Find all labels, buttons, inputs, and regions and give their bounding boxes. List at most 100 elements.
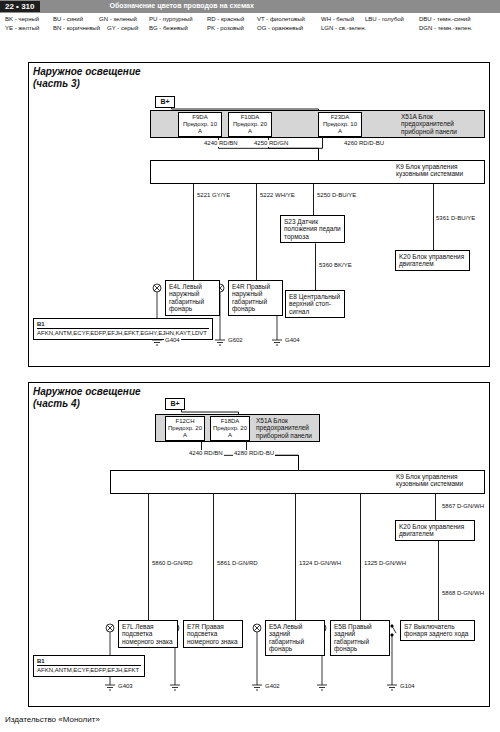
fuse-block: X51A Блок предохранителей приборной пане… <box>150 110 485 138</box>
control-module: K20 Блок управления двигателем <box>395 520 475 541</box>
node-text: B+ <box>158 98 172 106</box>
ground-label: G602 <box>227 337 244 344</box>
lamp-box: E5A Левый задний габаритный фонарь <box>265 620 325 656</box>
color-code: YE - желтый <box>4 25 40 32</box>
node-text: B1 <box>37 658 141 666</box>
wire <box>219 137 319 160</box>
node-text: Обозначение цветов проводов на схемах <box>110 2 254 10</box>
node-text: X51A Блок предохранителей приборной пане… <box>401 113 481 135</box>
page-header: 22 • 310 Обозначение цветов проводов на с… <box>0 0 500 13</box>
wire <box>202 441 299 470</box>
wire-label: 5222 WH/YE <box>259 192 296 199</box>
wire <box>295 494 296 620</box>
switch-box: S7 Выключатель фонаря заднего хода <box>400 620 475 641</box>
power-terminal: B+ <box>155 96 175 108</box>
color-code: DBU - темн.-синий <box>418 16 472 23</box>
node-text: K20 Блок управления двигателем <box>399 253 466 268</box>
node-text: S23 Датчик положения педали тормоза <box>284 218 341 240</box>
wire <box>148 494 149 620</box>
wire <box>313 184 314 215</box>
control-module: K9 Блок управления кузовными системами <box>110 470 485 494</box>
lamp-symbol <box>252 624 262 690</box>
lamp-box: E7L Левая подсветка номерного знака <box>118 620 178 648</box>
node-text: F10DA Предохр. 20 A <box>231 114 269 135</box>
color-code: PU - пурпурный <box>148 16 194 23</box>
color-code: BK - черный <box>4 16 40 23</box>
color-code: VT - фиолетовый <box>256 16 306 23</box>
node-text: E8 Центральный верхний стоп-сигнал <box>289 293 341 315</box>
color-code: GY - серый <box>106 25 139 32</box>
node-text: Наружное освещение (часть 4) <box>33 386 153 410</box>
color-code: LGN - св.-зелен. <box>320 25 367 32</box>
node-text: B+ <box>168 400 182 408</box>
power-terminal: B+ <box>165 398 185 410</box>
control-module: K20 Блок управления двигателем <box>395 250 470 271</box>
lamp-box: E4R Правый наружный габаритный фонарь <box>228 280 283 316</box>
color-code: BN - коричневый <box>52 25 101 32</box>
ground-label: G404 <box>284 337 301 344</box>
node-text: E7L Левая подсветка номерного знака <box>122 623 174 645</box>
fuse: F10DA Предохр. 20 A <box>228 112 272 137</box>
wire <box>435 494 436 520</box>
node-text: Наружное освещение (часть 3) <box>33 66 153 90</box>
node-text: F12CH Предохр. 20 A <box>168 418 202 439</box>
node-text: X51A Блок предохранителей приборной пане… <box>256 417 316 439</box>
node-text: E4R Правый наружный габаритный фонарь <box>232 283 279 313</box>
node-text: E5B Правый задний габаритный фонарь <box>334 623 386 653</box>
wire-label: 5861 D-GN/RD <box>216 560 259 567</box>
wire <box>319 137 323 160</box>
wire-label: 1325 D-GN/WH <box>363 560 407 567</box>
wire-label: 4280 RD/D-BU <box>233 450 275 457</box>
node-text: 22 • 310 <box>0 1 40 12</box>
node-text: F23DA Предохр. 10 A <box>321 114 359 135</box>
wire-label: 4250 RD/GN <box>253 140 289 147</box>
wire-label: 5360 BK/YE <box>318 262 353 269</box>
node-text: S7 Выключатель фонаря заднего хода <box>404 623 471 638</box>
node-text: AFKN,ANTM,ECYF,EDFP,EFJH,EFKT <box>37 667 141 674</box>
node-text: E4L Левый наружный габаритный фонарь <box>169 283 216 313</box>
lamp-box: E7R Правая подсветка номерного знака <box>183 620 243 648</box>
option-note: B1AFKN,ANTM,ECYF,EDFP,EFJH,EFKT <box>33 655 145 677</box>
color-code: PK - розовый <box>206 25 245 32</box>
fuse: F9DA Предохр. 10 A <box>178 112 222 137</box>
diagram-panel: Наружное освещение (часть 3) B+ X51A Блок … <box>28 62 490 367</box>
wire-label: 4260 RD/D-BU <box>343 140 385 147</box>
color-code: BG - бежевый <box>148 25 189 32</box>
switch-box: S23 Датчик положения педали тормоза <box>280 215 345 243</box>
wire-label: 4240 RD/BN <box>203 140 239 147</box>
publisher-note: Издательство «Монолит» <box>4 716 101 725</box>
fuse: F12CH Предохр. 20 A <box>165 416 205 441</box>
wire <box>247 441 299 470</box>
color-code: OG - оранжевый <box>256 25 304 32</box>
color-code: RD - красный <box>206 16 245 23</box>
ground-label: G403 <box>117 683 134 690</box>
ground-label: G104 <box>399 683 416 690</box>
wire <box>213 494 214 620</box>
color-code: DGN - темн.-зелен. <box>418 25 473 32</box>
node-text: E5A Левый задний габаритный фонарь <box>269 623 321 653</box>
wire <box>438 541 439 620</box>
ground-label: G402 <box>264 683 281 690</box>
color-code: GN - зеленый <box>98 16 138 23</box>
option-note: B1AFKN,ANTM,ECYF,EDFP,EFJH,EFKT,EGHY,EJH… <box>33 318 213 340</box>
wire-label: 5361 D-BU/YE <box>435 215 476 222</box>
control-module: K9 Блок управления кузовными системами <box>150 160 485 184</box>
node-text: E7R Правая подсветка номерного знака <box>187 623 239 645</box>
fuse-block: X51A Блок предохранителей приборной пане… <box>155 414 320 442</box>
node-text: F9DA Предохр. 10 A <box>181 114 219 135</box>
node-text: B1 <box>37 321 209 329</box>
wire-label: 5868 D-GN/WH <box>441 590 485 597</box>
wire-label: 1324 D-GN/WH <box>298 560 342 567</box>
wire-label: 5250 D-BU/YE <box>316 192 357 199</box>
node-text: K9 Блок управления кузовными системами <box>396 163 481 178</box>
wire <box>193 184 194 280</box>
lamp-box: E4L Левый наружный габаритный фонарь <box>165 280 220 316</box>
wire-label: 4240 RD/BN <box>188 450 224 457</box>
lamp-box: E5B Правый задний габаритный фонарь <box>330 620 390 656</box>
fuse: F18DA Предохр. 20 A <box>210 416 250 441</box>
wire <box>315 243 316 290</box>
diagram-panel: Наружное освещение (часть 4) B+ X51A Блок … <box>28 382 490 707</box>
color-code: LBU - голубой <box>364 16 405 23</box>
